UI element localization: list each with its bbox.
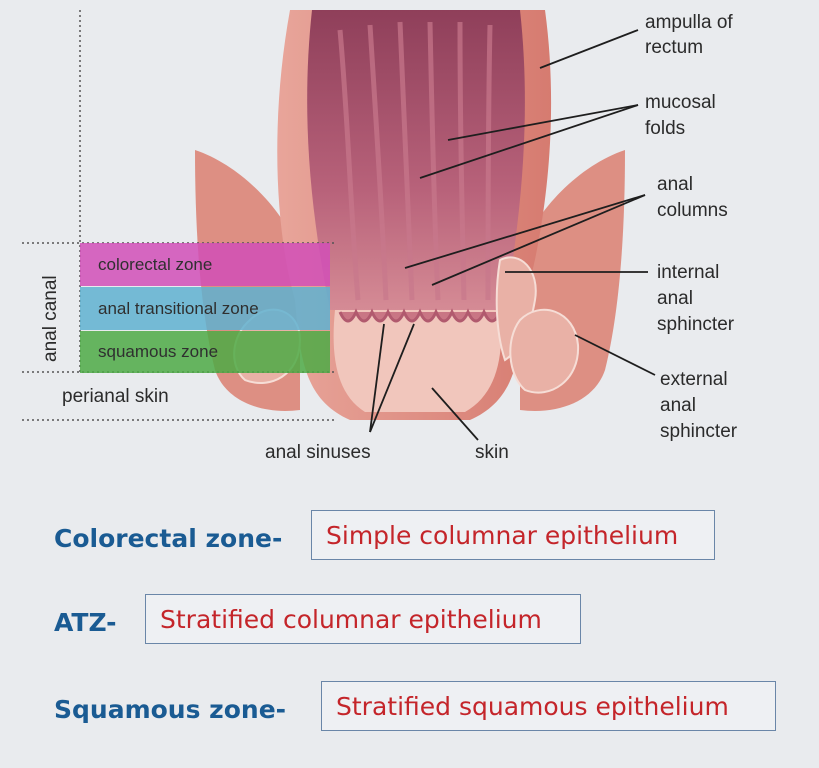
anal-columns-label-line1: anal bbox=[657, 174, 693, 195]
epithelium-box-colorectal: Simple columnar epithelium bbox=[311, 510, 715, 560]
zone-band-transitional bbox=[80, 287, 330, 330]
mucosal-folds-label-line2: folds bbox=[645, 118, 685, 139]
mucosal-folds bbox=[337, 21, 493, 301]
leader-lines bbox=[369, 29, 656, 441]
skin-label: skin bbox=[475, 442, 509, 463]
right-external-sphincter bbox=[509, 308, 580, 394]
anal-sinuses bbox=[338, 308, 502, 323]
perianal-skin-label: perianal skin bbox=[62, 386, 169, 407]
internal-sphincter-label-line1: internal bbox=[657, 262, 719, 283]
external-sphincter-label-line3: sphincter bbox=[660, 421, 738, 442]
rectal-lumen bbox=[307, 10, 525, 310]
zone-band-squamous bbox=[80, 331, 330, 373]
epithelium-box-squamous: Stratified squamous epithelium bbox=[321, 681, 776, 731]
anal-canal-label: anal canal bbox=[40, 275, 61, 362]
internal-sphincter-label-line2: anal bbox=[657, 288, 693, 309]
ampulla-label-line1: ampulla of bbox=[645, 12, 733, 33]
anal-columns-label-line2: columns bbox=[657, 200, 728, 221]
anal-sinuses-label: anal sinuses bbox=[265, 442, 371, 463]
anal-canal-skin bbox=[333, 310, 502, 412]
zone-band-colorectal bbox=[80, 243, 330, 286]
zone-label-squamous: squamous zone bbox=[98, 342, 218, 361]
internal-sphincter-label-line3: sphincter bbox=[657, 314, 735, 335]
ampulla-label-line2: rectum bbox=[645, 37, 703, 58]
external-sphincter-label-line2: anal bbox=[660, 395, 696, 416]
zone-heading-atz: ATZ- bbox=[54, 608, 117, 637]
zone-label-transitional: anal transitional zone bbox=[98, 299, 259, 318]
mucosal-folds-label-line1: mucosal bbox=[645, 92, 716, 113]
external-sphincter-label-line1: external bbox=[660, 369, 728, 390]
zone-heading-colorectal: Colorectal zone- bbox=[54, 524, 283, 553]
anal-canal-diagram: colorectal zone anal transitional zone s… bbox=[22, 10, 738, 463]
zone-label-colorectal: colorectal zone bbox=[98, 255, 212, 274]
zone-heading-squamous: Squamous zone- bbox=[54, 695, 287, 724]
epithelium-box-atz: Stratified columnar epithelium bbox=[145, 594, 581, 644]
